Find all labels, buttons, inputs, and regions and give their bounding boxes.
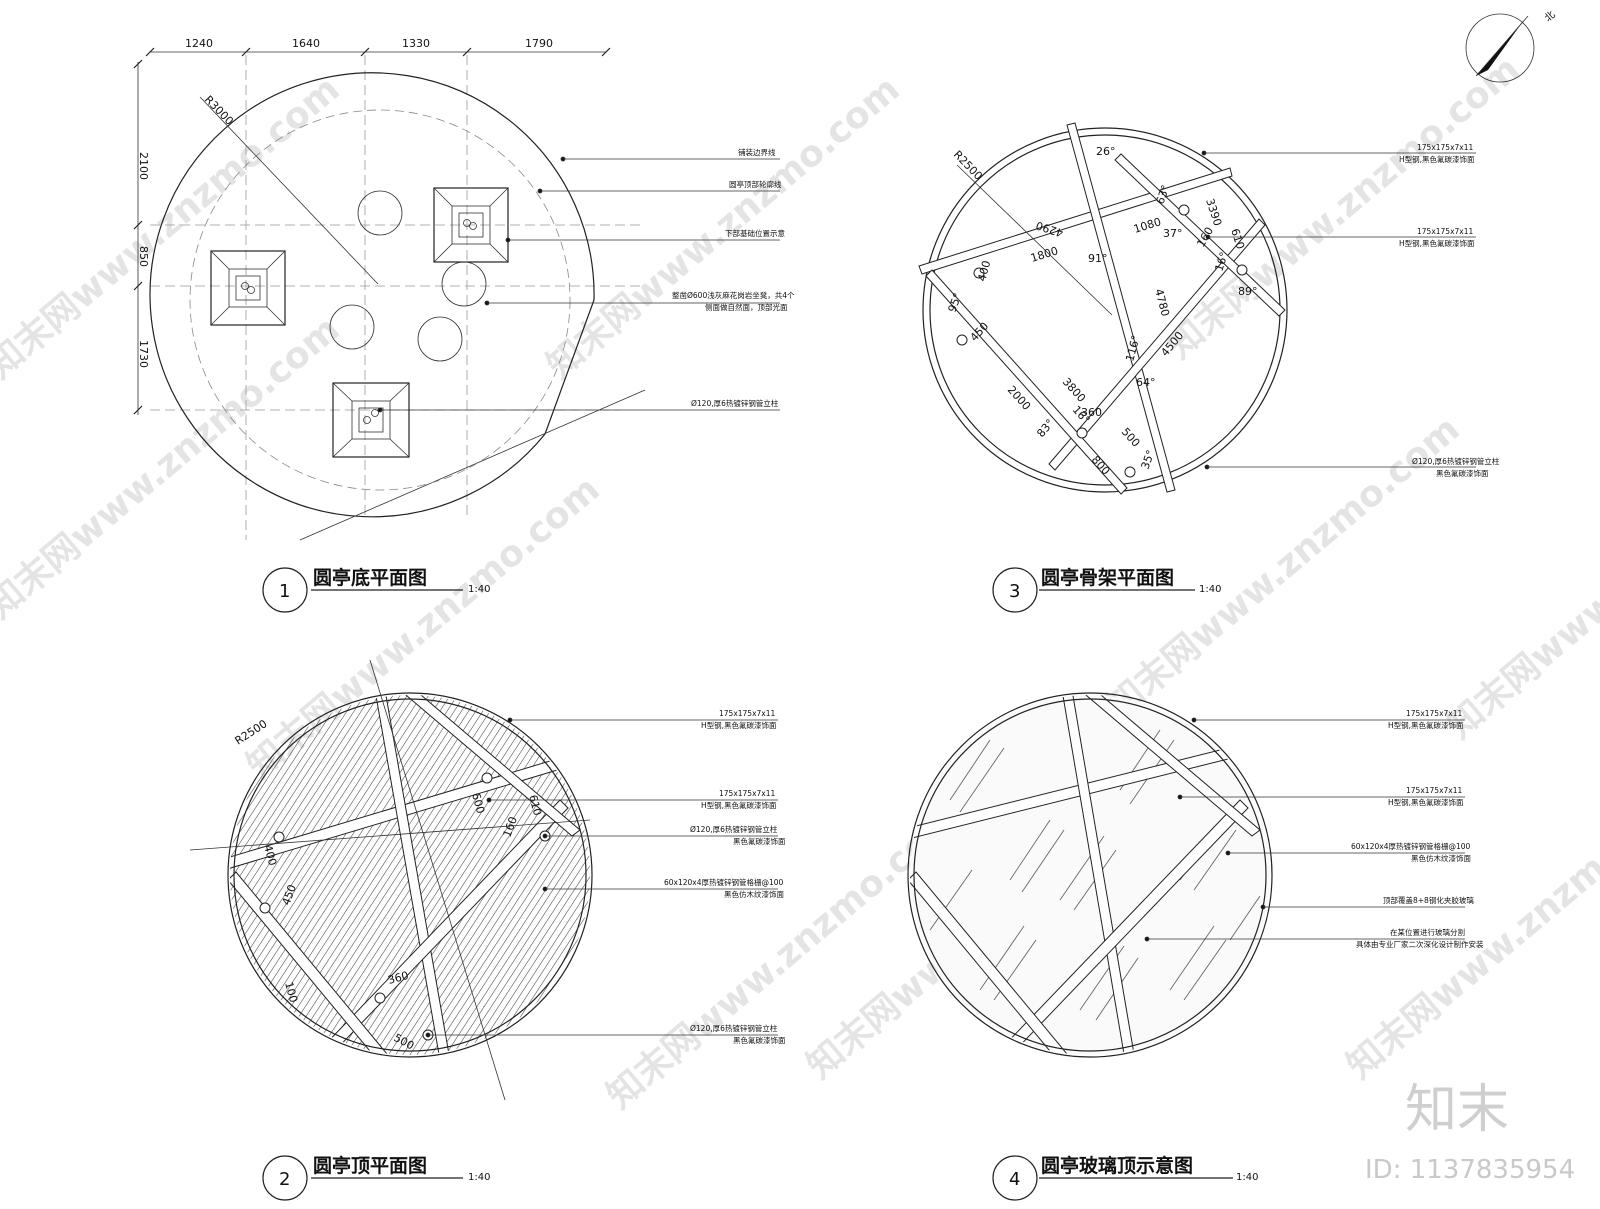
foundation-3: [332, 382, 410, 458]
angle-label: 95°: [946, 291, 965, 314]
note-steel-column: Ø120,厚6热镀锌钢管立柱: [691, 398, 779, 408]
note-steel-column-finish: 黑色氟碳漆饰面: [733, 836, 786, 846]
stone-seat: [329, 304, 375, 350]
dim-label: 1080: [1132, 215, 1163, 236]
note-h-steel-1-finish: H型钢,黑色氟碳漆饰面: [1388, 720, 1464, 730]
dim-left-3: 1730: [137, 340, 150, 368]
note-stone-seat-finish: 侧面做自然面，顶部光面: [705, 302, 788, 312]
dim-label: 3800: [1060, 375, 1088, 405]
note-steel-column: Ø120,厚6热镀锌钢管立柱: [690, 824, 778, 834]
plan-3-scale: 1:40: [1199, 584, 1221, 595]
angle-label: 26°: [1096, 145, 1116, 158]
logo-text: 知末: [1405, 1080, 1509, 1140]
angle-label: 89°: [1238, 285, 1258, 298]
dim-label: 4780: [1152, 287, 1172, 317]
note-h-steel-1: 175x175x7x11: [1417, 143, 1473, 152]
plan-1-scale: 1:40: [468, 584, 490, 595]
dim-label: 100: [282, 980, 300, 1004]
dim-top-3: 1330: [402, 37, 430, 50]
note-grille: 60x120x4厚热镀锌钢管格栅@100: [664, 877, 784, 887]
stone-seat: [417, 316, 463, 362]
note-foundation: 下部基础位置示意: [725, 228, 785, 238]
angle-label: 91°: [1088, 252, 1108, 265]
plan-4-glass-roof: 175x175x7x11 H型钢,黑色氟碳漆饰面 175x175x7x11 H型…: [907, 692, 1484, 1201]
logo-id: ID: 1137835954: [1365, 1155, 1575, 1185]
note-h-steel-2-finish: H型钢,黑色氟碳漆饰面: [701, 800, 777, 810]
angle-label: 64°: [1136, 376, 1156, 389]
dim-label: 610: [1228, 227, 1247, 251]
angle-label: 37°: [1163, 227, 1183, 240]
note-h-steel-2-finish: H型钢,黑色氟碳漆饰面: [1399, 238, 1475, 248]
plan-3-number: 3: [1009, 581, 1020, 602]
plan-2-scale: 1:40: [468, 1172, 490, 1183]
note-h-steel-2-finish: H型钢,黑色氟碳漆饰面: [1388, 797, 1464, 807]
watermark-text: 知末网www.znzmo.com: [539, 69, 907, 387]
note-grille-finish: 黑色仿木纹漆饰面: [724, 889, 784, 899]
note-steel-column-finish: 黑色氟碳漆饰面: [733, 1035, 786, 1045]
note-h-steel-1-finish: H型钢,黑色氟碳漆饰面: [1399, 154, 1475, 164]
dim-label: 400: [975, 259, 993, 283]
plan-4-scale: 1:40: [1236, 1172, 1258, 1183]
note-paving-edge: 铺装边界线: [738, 147, 776, 157]
note-roof-outline: 圆亭顶部轮廓线: [729, 179, 782, 189]
plan-4-number: 4: [1009, 1169, 1020, 1190]
note-grille-finish: 黑色仿木纹漆饰面: [1411, 853, 1471, 863]
note-h-steel-2: 175x175x7x11: [719, 789, 775, 798]
dim-label: 3390: [1203, 197, 1224, 228]
note-glass-vendor: 具体由专业厂家二次深化设计制作安装: [1356, 939, 1484, 949]
dim-label: 600: [469, 791, 487, 815]
note-grille: 60x120x4厚热镀锌钢管格栅@100: [1351, 841, 1471, 851]
foundation-2: [433, 187, 509, 263]
plan-1-title: 圆亭底平面图: [313, 566, 427, 589]
dim-label: 360: [386, 969, 410, 987]
dim-label: 400: [261, 843, 279, 867]
plan-3-title: 圆亭骨架平面图: [1041, 566, 1174, 589]
dim-left-2: 850: [137, 246, 150, 267]
note-h-steel-2: 175x175x7x11: [1406, 786, 1462, 795]
watermark-text: 知末网www.znzmo.com: [0, 309, 348, 627]
plan-2-number: 2: [279, 1169, 290, 1190]
angle-label: 16°: [1212, 250, 1230, 273]
note-steel-column: Ø120,厚6热镀锌钢管立柱: [1412, 456, 1500, 466]
plan-2-title: 圆亭顶平面图: [313, 1154, 427, 1177]
dim-label: 360: [1081, 406, 1102, 419]
dim-label: 610: [526, 793, 544, 817]
note-h-steel-1: 175x175x7x11: [719, 709, 775, 718]
note-h-steel-1: 175x175x7x11: [1406, 709, 1462, 718]
dim-top-2: 1640: [292, 37, 320, 50]
angle-label: 83°: [1034, 417, 1056, 440]
note-h-steel-2: 175x175x7x11: [1417, 227, 1473, 236]
dim-label: 1800: [1029, 244, 1060, 265]
note-glass-split: 在某位置进行玻璃分割: [1390, 927, 1465, 937]
watermark-layer: 知末网www.znzmo.com 知末网www.znzmo.com 知末网www…: [0, 49, 1600, 1117]
angle-label: 63°: [1154, 183, 1173, 206]
dim-top-4: 1790: [525, 37, 553, 50]
stone-seat: [441, 261, 487, 307]
note-steel-column: Ø120,厚6热镀锌钢管立柱: [690, 1023, 778, 1033]
radius-label: R2500: [951, 148, 985, 183]
plan-3-frame: R2500 4290 1800 1080 3390 610 160 4780 3…: [918, 122, 1500, 613]
note-h-steel-1-finish: H型钢,黑色氟碳漆饰面: [701, 720, 777, 730]
plan-1-foundation: 1240 1640 1330 1790 2100 850 1730 R3000: [133, 37, 795, 613]
note-stone-seat: 整凿Ø600浅灰麻花岗岩坐凳，共4个: [672, 290, 795, 300]
dim-left-1: 2100: [137, 152, 150, 180]
plan-4-title: 圆亭玻璃顶示意图: [1041, 1154, 1193, 1177]
stone-seat: [357, 190, 403, 236]
radius-label: R3000: [202, 93, 236, 128]
watermark-text: 知末网www.znzmo.com: [1339, 769, 1600, 1087]
dim-top-1: 1240: [185, 37, 213, 50]
north-label: 北: [1542, 9, 1557, 25]
foundation-1: [210, 250, 286, 326]
note-glass: 顶部覆盖8+8钢化夹胶玻璃: [1383, 895, 1474, 905]
note-steel-column-finish: 黑色氟碳漆饰面: [1436, 468, 1489, 478]
plan-1-number: 1: [279, 581, 290, 602]
angle-label: 35°: [1139, 448, 1158, 471]
dim-label: 500: [1119, 425, 1143, 449]
brand-logo: 知末 ID: 1137835954: [1365, 1080, 1575, 1185]
